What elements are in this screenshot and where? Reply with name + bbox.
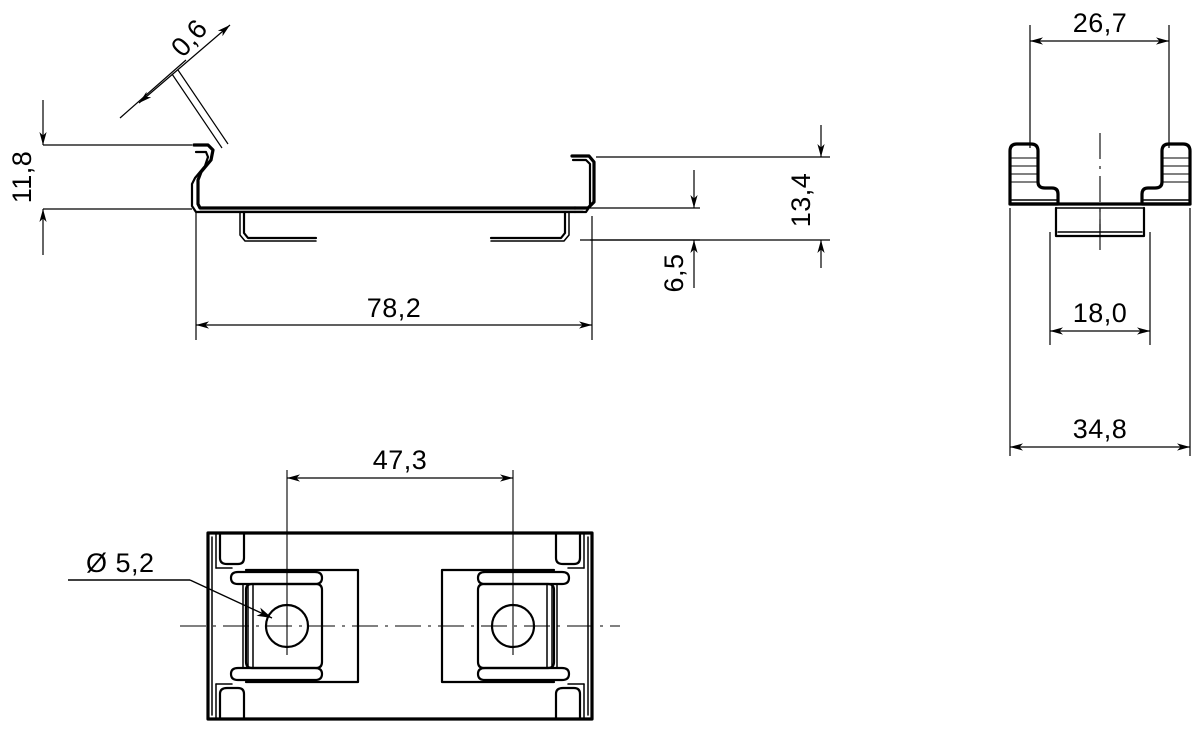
dim-label-overall-length: 78,2: [367, 293, 422, 323]
dim-label-overall-width: 34,8: [1073, 414, 1128, 444]
profile-outline: [190, 143, 596, 242]
dim-label-left-height: 11,8: [7, 151, 37, 204]
dim-overall-width: 34,8: [1009, 208, 1191, 456]
dim-label-hole-diameter: Ø 5,2: [86, 548, 155, 578]
side-elevation-view: 0,6 11,8 78,2: [7, 13, 830, 340]
end-elevation-view: 26,7 18,0 34,8: [1008, 8, 1192, 456]
dim-thickness: 0,6: [119, 13, 231, 149]
dim-tab-depth: 6,5: [580, 170, 700, 293]
dim-left-height: 11,8: [7, 100, 192, 255]
end-view-base-plate: [1008, 202, 1192, 209]
dim-label-inner-width: 26,7: [1073, 8, 1128, 38]
plan-top-view: 47,3 Ø 5,2: [68, 445, 620, 721]
end-view-left-flange: [1008, 142, 1060, 206]
dim-overall-height: 13,4: [590, 125, 830, 268]
plan-corner-tabs: [215, 531, 585, 721]
plan-left-cutout: [229, 470, 360, 684]
dim-label-overall-height: 13,4: [786, 173, 816, 228]
dim-hole-diameter: Ø 5,2: [68, 548, 273, 619]
dim-label-foot-width: 18,0: [1073, 298, 1128, 328]
dim-label-hole-spacing: 47,3: [373, 445, 428, 475]
dim-foot-width: 18,0: [1049, 232, 1151, 345]
end-view-right-flange: [1140, 142, 1192, 206]
dim-label-thickness: 0,6: [165, 13, 213, 62]
plan-outer-body: [206, 531, 594, 721]
dim-label-tab-depth: 6,5: [659, 253, 689, 292]
dim-hole-spacing: 47,3: [287, 445, 513, 482]
dim-inner-width: 26,7: [1029, 8, 1170, 148]
plan-right-cutout: [440, 470, 571, 684]
dim-overall-length: 78,2: [195, 212, 593, 340]
